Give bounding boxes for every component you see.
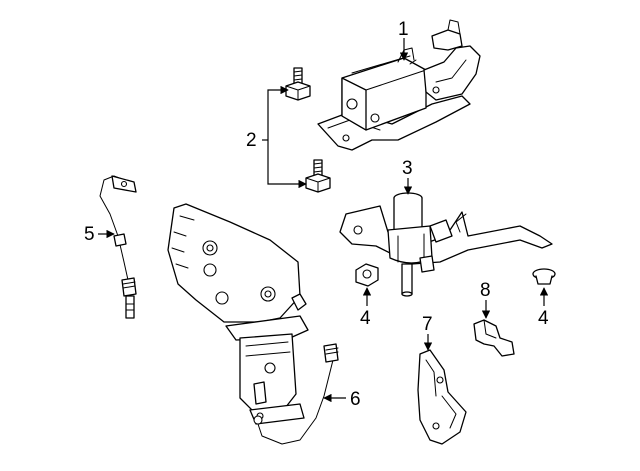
part-nut-left[interactable] (355, 263, 379, 287)
part-bolt-lower[interactable] (305, 159, 331, 193)
callout-3: 3 (402, 158, 413, 179)
leader-2-lower (267, 140, 307, 189)
leader-2-upper (267, 85, 289, 140)
part-purge-valve[interactable] (339, 192, 553, 297)
callout-8: 8 (480, 280, 491, 301)
callout-6: 6 (350, 389, 361, 410)
part-heat-shield[interactable] (417, 349, 467, 445)
callout-1: 1 (398, 19, 409, 40)
part-vapor-canister[interactable] (317, 19, 481, 151)
part-nut-right[interactable] (532, 268, 556, 285)
callout-5: 5 (84, 224, 95, 245)
part-bolt-upper[interactable] (285, 67, 311, 101)
callout-4-left: 4 (360, 308, 371, 329)
part-exhaust-manifold[interactable] (167, 203, 339, 445)
callout-7: 7 (422, 314, 433, 335)
part-bracket-clip[interactable] (473, 319, 515, 357)
callout-2: 2 (246, 130, 257, 151)
part-oxygen-sensor-upstream[interactable] (99, 175, 137, 319)
callout-4-right: 4 (538, 308, 549, 329)
